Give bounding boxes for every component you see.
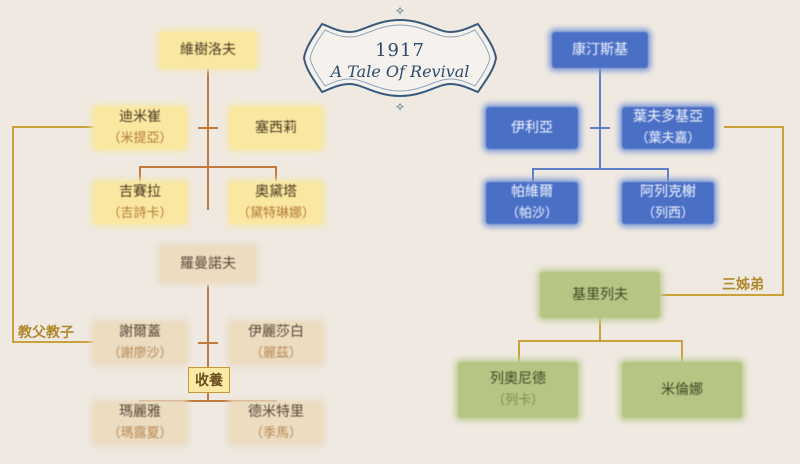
node-alias: （列卡）	[491, 393, 544, 408]
godparent-connector	[12, 126, 94, 128]
connector-line	[139, 166, 276, 168]
node-alias: （麗茲）	[249, 346, 302, 361]
godparent-connector	[12, 126, 14, 343]
node-alias: （謝廖沙）	[107, 346, 173, 361]
node-alias: （瑪露夏）	[107, 426, 173, 441]
node-left-root: 維樹洛夫	[160, 32, 256, 68]
node-lower-left-root: 羅曼諾夫	[160, 246, 256, 282]
node-name: 迪米崔	[119, 109, 161, 125]
siblings-label: 三姊弟	[722, 277, 764, 293]
node-left-parent2: 塞西莉	[230, 107, 322, 149]
node-alias: （米提亞）	[107, 131, 173, 146]
node-name: 基里列夫	[572, 287, 628, 303]
connector-line	[518, 340, 682, 342]
node-name: 維樹洛夫	[180, 42, 236, 58]
ornamental-frame: ✧ ✧	[302, 4, 498, 114]
node-name: 謝爾蓋	[119, 324, 161, 340]
node-lower-left-parent1: 謝爾蓋 （謝廖沙）	[94, 322, 186, 364]
svg-text:✧: ✧	[395, 100, 405, 114]
connector-line	[667, 168, 669, 182]
node-left-child2: 奧黛塔 （黛特琳娜）	[230, 182, 322, 224]
siblings-connector	[782, 126, 784, 296]
node-name: 帕維爾	[511, 184, 553, 200]
node-lower-left-parent2: 伊麗莎白 （麗茲）	[230, 322, 322, 364]
node-right-child2: 阿列克榭 （列西）	[622, 182, 714, 224]
connector-line	[139, 400, 276, 402]
godparent-connector	[12, 341, 94, 343]
node-alias: （吉詩卡）	[107, 206, 173, 221]
node-name: 奧黛塔	[255, 184, 297, 200]
adopted-tag: 收養	[188, 367, 230, 393]
node-right-root: 康汀斯基	[552, 32, 648, 68]
node-right-parent1: 伊利亞	[486, 107, 578, 149]
node-alias: （帕沙）	[505, 206, 558, 221]
title-year: 1917	[375, 40, 425, 61]
node-alias: （列西）	[641, 206, 694, 221]
connector-line	[198, 342, 218, 344]
node-name: 吉賽拉	[119, 184, 161, 200]
connector-line	[207, 68, 209, 210]
node-name: 瑪麗雅	[119, 404, 161, 420]
node-lower-right-root: 基里列夫	[540, 272, 660, 318]
title-subtitle: A Tale Of Revival	[330, 62, 470, 81]
node-name: 塞西莉	[255, 120, 297, 136]
connector-line	[599, 318, 601, 342]
node-left-parent1: 迪米崔 （米提亞）	[94, 107, 186, 149]
node-alias: （葉夫嘉）	[635, 131, 701, 146]
node-name: 康汀斯基	[572, 42, 628, 58]
connector-line	[207, 285, 209, 370]
node-name: 羅曼諾夫	[180, 256, 236, 272]
node-alias: （黛特琳娜）	[236, 206, 315, 221]
connector-line	[681, 340, 683, 362]
siblings-connector	[724, 126, 784, 128]
connector-line	[207, 392, 209, 402]
svg-text:✧: ✧	[395, 4, 405, 18]
connector-line	[532, 168, 534, 182]
node-lower-left-child2: 德米特里 （季馬）	[230, 402, 322, 444]
connector-line	[518, 340, 520, 362]
node-right-child1: 帕維爾 （帕沙）	[486, 182, 578, 224]
connector-line	[139, 166, 141, 182]
node-name: 阿列克榭	[640, 184, 696, 200]
node-name: 伊利亞	[511, 120, 553, 136]
node-alias: （季馬）	[249, 426, 302, 441]
title-badge: ✧ ✧ 1917 A Tale Of Revival	[300, 2, 500, 114]
connector-line	[532, 168, 668, 170]
node-left-child1: 吉賽拉 （吉詩卡）	[94, 182, 186, 224]
siblings-connector	[660, 294, 784, 296]
node-lower-right-child1: 列奧尼德 （列卡）	[458, 362, 578, 418]
node-name: 米倫娜	[661, 382, 703, 398]
connector-line	[599, 68, 601, 170]
node-name: 葉夫多基亞	[633, 109, 703, 125]
connector-line	[275, 166, 277, 182]
node-lower-right-child2: 米倫娜	[622, 362, 742, 418]
connector-line	[590, 127, 610, 129]
node-name: 伊麗莎白	[248, 324, 304, 340]
node-lower-left-child1: 瑪麗雅 （瑪露夏）	[94, 402, 186, 444]
node-right-parent2: 葉夫多基亞 （葉夫嘉）	[622, 107, 714, 149]
node-name: 德米特里	[248, 404, 304, 420]
node-name: 列奧尼德	[490, 371, 546, 387]
godparent-label: 教父教子	[18, 325, 74, 341]
connector-line	[198, 127, 218, 129]
